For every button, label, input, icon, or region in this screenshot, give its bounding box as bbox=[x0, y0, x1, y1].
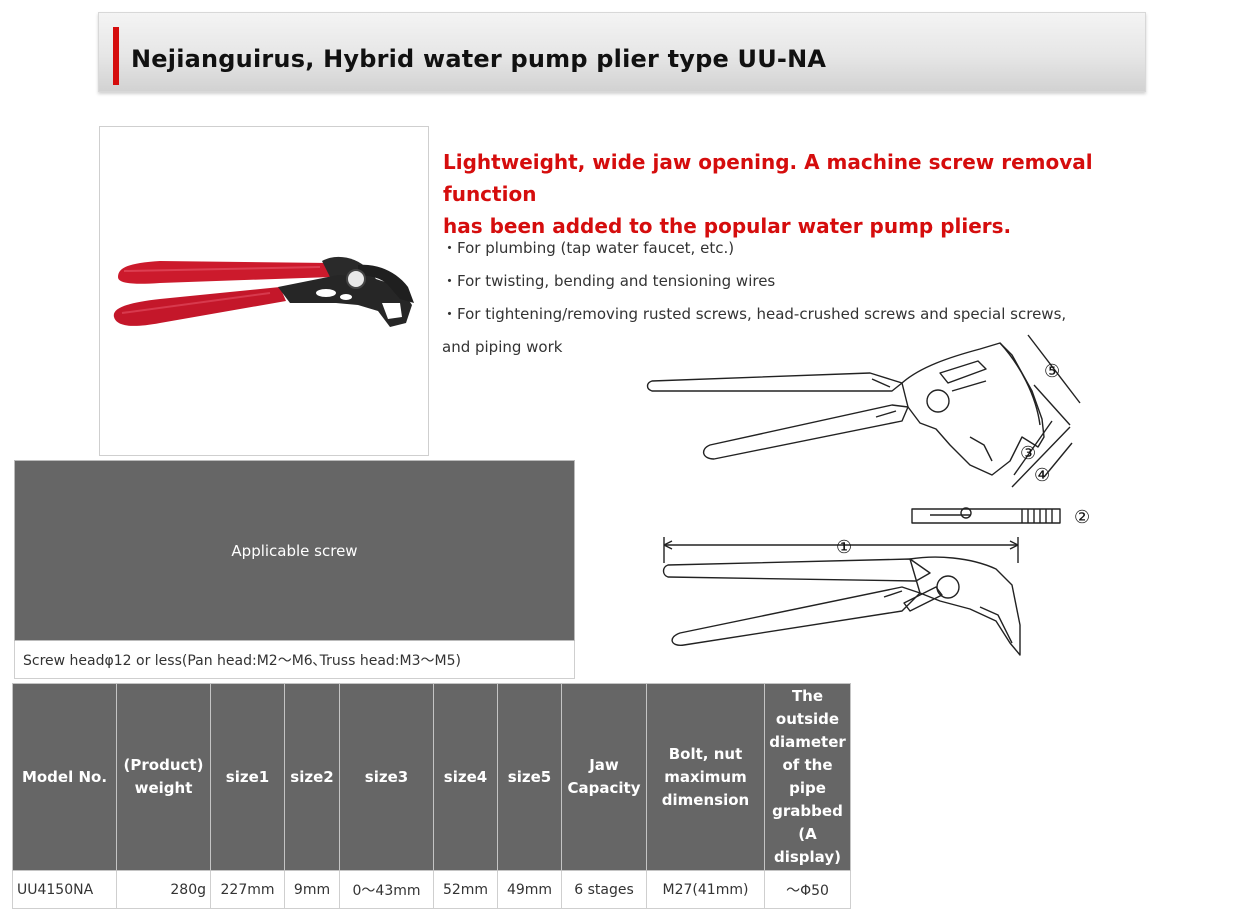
dimension-label-2: ② bbox=[1074, 507, 1090, 528]
spec-header-model: Model No. bbox=[12, 683, 117, 871]
spec-cell-model: UU4150NA bbox=[12, 870, 117, 909]
table-row: UU4150NA 280g 227mm 9mm 0～43mm 52mm 49mm… bbox=[12, 870, 851, 909]
spec-cell-size3: 0～43mm bbox=[339, 870, 434, 909]
spec-header-size5: size5 bbox=[497, 683, 562, 871]
plier-photo-image bbox=[113, 256, 414, 327]
headline-line-1: Lightweight, wide jaw opening. A machine… bbox=[443, 150, 1093, 206]
feature-list: ・For plumbing (tap water faucet, etc.) ・… bbox=[442, 232, 1142, 364]
spec-header-weight: (Product) weight bbox=[116, 683, 211, 871]
spec-cell-size1: 227mm bbox=[210, 870, 285, 909]
spec-header-jaw-capacity: Jaw Capacity bbox=[561, 683, 647, 871]
feature-item: ・For twisting, bending and tensioning wi… bbox=[442, 272, 776, 290]
spec-cell-weight: 280g bbox=[116, 870, 211, 909]
spec-cell-size4: 52mm bbox=[433, 870, 498, 909]
spec-table: Model No. (Product) weight size1 size2 s… bbox=[12, 683, 851, 909]
applicable-screw-table: Applicable screw Screw headφ12 or less(P… bbox=[14, 460, 575, 679]
feature-item: ・For plumbing (tap water faucet, etc.) bbox=[442, 239, 735, 257]
feature-item: and piping work bbox=[442, 338, 563, 356]
spec-cell-jaw-capacity: 6 stages bbox=[561, 870, 647, 909]
spec-header-pipe-diameter: The outside diameter of the pipe grabbed… bbox=[764, 683, 851, 871]
title-accent-bar bbox=[113, 27, 119, 85]
spec-cell-pipe-diameter: ～Φ50 bbox=[764, 870, 851, 909]
spec-cell-bolt-nut: M27(41mm) bbox=[646, 870, 765, 909]
headline-line-2: has been added to the popular water pump… bbox=[443, 214, 1012, 238]
dimension-label-5: ⑤ bbox=[1044, 361, 1060, 382]
dimension-label-1: ① bbox=[836, 537, 852, 558]
dimension-label-3: ③ bbox=[1020, 443, 1036, 464]
spec-header-bolt-nut: Bolt, nut maximum dimension bbox=[646, 683, 765, 871]
spec-cell-size5: 49mm bbox=[497, 870, 562, 909]
spec-header-size1: size1 bbox=[210, 683, 285, 871]
product-photo bbox=[99, 126, 429, 456]
title-bar: Nejianguirus, Hybrid water pump plier ty… bbox=[98, 12, 1146, 92]
spec-header-size2: size2 bbox=[284, 683, 340, 871]
applicable-screw-header: Applicable screw bbox=[14, 460, 575, 641]
dimension-diagram: ⑤ ③ ④ ② ① bbox=[646, 334, 1090, 656]
feature-item: ・For tightening/removing rusted screws, … bbox=[442, 305, 1067, 323]
page-title: Nejianguirus, Hybrid water pump plier ty… bbox=[131, 45, 827, 73]
spec-header-size4: size4 bbox=[433, 683, 498, 871]
product-headline: Lightweight, wide jaw opening. A machine… bbox=[443, 146, 1163, 242]
dimension-label-4: ④ bbox=[1034, 465, 1050, 486]
spec-cell-size2: 9mm bbox=[284, 870, 340, 909]
applicable-screw-value: Screw headφ12 or less(Pan head:M2～M6､Tru… bbox=[14, 640, 575, 679]
spec-header-size3: size3 bbox=[339, 683, 434, 871]
